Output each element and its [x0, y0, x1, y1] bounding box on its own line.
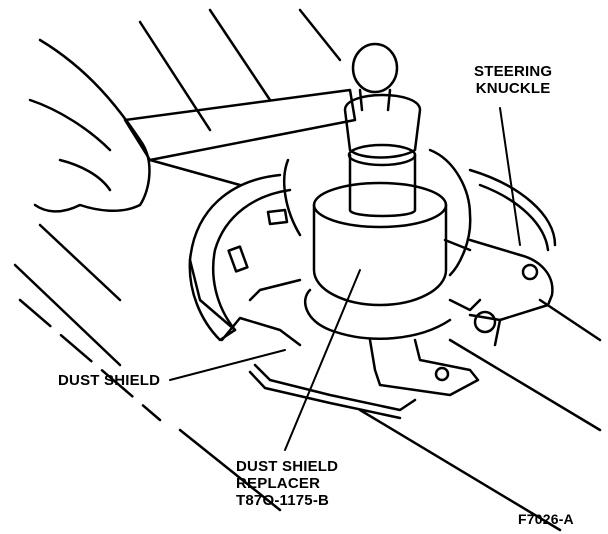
hand-right: [282, 148, 472, 277]
lower-bracket: [248, 338, 480, 420]
label-replacer-line-2: REPLACER: [236, 475, 321, 492]
label-steering-line-1: STEERING: [474, 63, 553, 80]
label-steering-line-2: KNUCKLE: [475, 80, 551, 97]
leader-lines: [169, 107, 521, 451]
replacer-tool-body: [248, 181, 482, 340]
dust-shield-plate: [188, 168, 557, 347]
label-dust-shield: DUST SHIELD: [58, 372, 161, 389]
figure-id-label: F7026-A: [518, 511, 574, 527]
hand-left: [28, 38, 151, 213]
frame-lines: [13, 8, 602, 532]
label-dust-shield-replacer: DUST SHIELD REPLACER T87O-1175-B: [236, 458, 338, 509]
tool-handle: [123, 88, 357, 187]
label-replacer-line-1: DUST SHIELD: [236, 458, 339, 475]
hammer-head: [343, 42, 422, 218]
label-replacer-line-3: T87O-1175-B: [236, 492, 330, 509]
steering-knuckle-arm: [468, 238, 554, 347]
label-steering-knuckle: STEERING KNUCKLE: [474, 63, 552, 97]
